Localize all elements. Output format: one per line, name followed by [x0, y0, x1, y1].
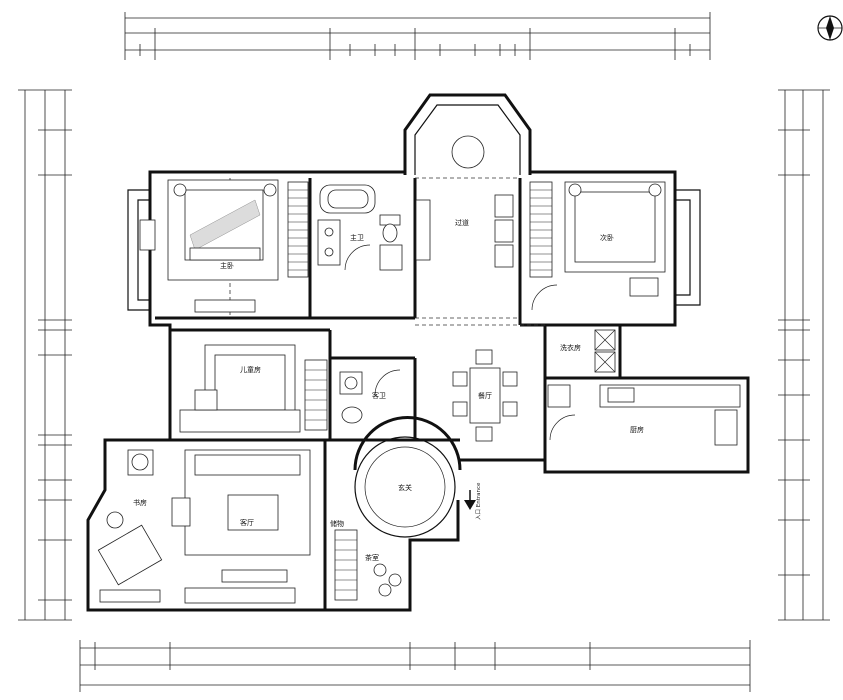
master-toilet	[379, 214, 403, 271]
room-label-laundry: 洗衣房	[560, 343, 581, 352]
room-label-study: 书房	[133, 498, 147, 507]
room-label-secondary-bedroom: 次卧	[600, 233, 614, 242]
room-label-master-bath: 主卫	[350, 233, 364, 242]
guest-bath-fixtures	[339, 369, 401, 424]
kids-desk	[179, 409, 301, 433]
master-bed	[167, 179, 279, 281]
room-label-kids-bedroom: 儿童房	[240, 365, 261, 374]
cloak-storage	[334, 529, 358, 601]
master-wardrobe	[287, 181, 309, 278]
master-dresser	[194, 299, 256, 313]
room-label-dining: 餐厅	[478, 391, 492, 400]
right-dimension-lines	[778, 89, 830, 621]
hall-chair-3	[494, 244, 514, 268]
compass-icon	[817, 15, 843, 41]
room-label-cloak: 储物	[330, 519, 344, 528]
master-bay-seat	[139, 219, 156, 251]
room-label-guest-bath: 客卫	[372, 391, 386, 400]
secondary-bed	[564, 181, 666, 273]
entrance-label: 入口 Entrance	[475, 482, 482, 520]
kids-bed	[204, 344, 296, 421]
hall-chair-2	[494, 219, 514, 243]
living-sideboard	[184, 587, 296, 604]
tv-cabinet	[221, 569, 288, 583]
master-vanity	[317, 219, 341, 266]
bottom-dimension-lines	[79, 640, 751, 692]
kitchen-door-swing	[549, 414, 576, 441]
study-furniture	[97, 449, 163, 603]
bay-round-table	[451, 135, 485, 169]
laundry-fixtures	[594, 329, 616, 373]
exterior-walls	[86, 93, 750, 612]
room-label-living: 客厅	[240, 518, 254, 527]
kids-wardrobe	[304, 359, 328, 431]
foyer-round	[353, 416, 462, 538]
secondary-door-swing	[531, 284, 558, 311]
room-label-tea: 茶室	[365, 553, 379, 562]
room-label-kitchen: 厨房	[630, 425, 644, 434]
room-label-foyer: 玄关	[398, 483, 412, 492]
kids-chair	[194, 389, 218, 411]
bathtub	[319, 184, 376, 214]
bath-door-swing	[344, 244, 371, 271]
hall-chair-1	[494, 194, 514, 218]
entrance-arrow-icon	[464, 490, 476, 510]
secondary-wardrobe	[529, 181, 553, 278]
room-label-hall: 过道	[455, 218, 469, 227]
left-dimension-lines	[18, 89, 72, 621]
living-sofa-set	[171, 449, 311, 556]
secondary-desk	[629, 277, 659, 297]
room-label-master-bedroom: 主卧	[220, 261, 234, 270]
dining-table-set	[452, 349, 518, 442]
hall-cabinet	[415, 199, 431, 261]
top-dimension-lines	[124, 12, 711, 60]
kitchen-counter	[547, 384, 741, 446]
tea-table	[373, 563, 402, 597]
